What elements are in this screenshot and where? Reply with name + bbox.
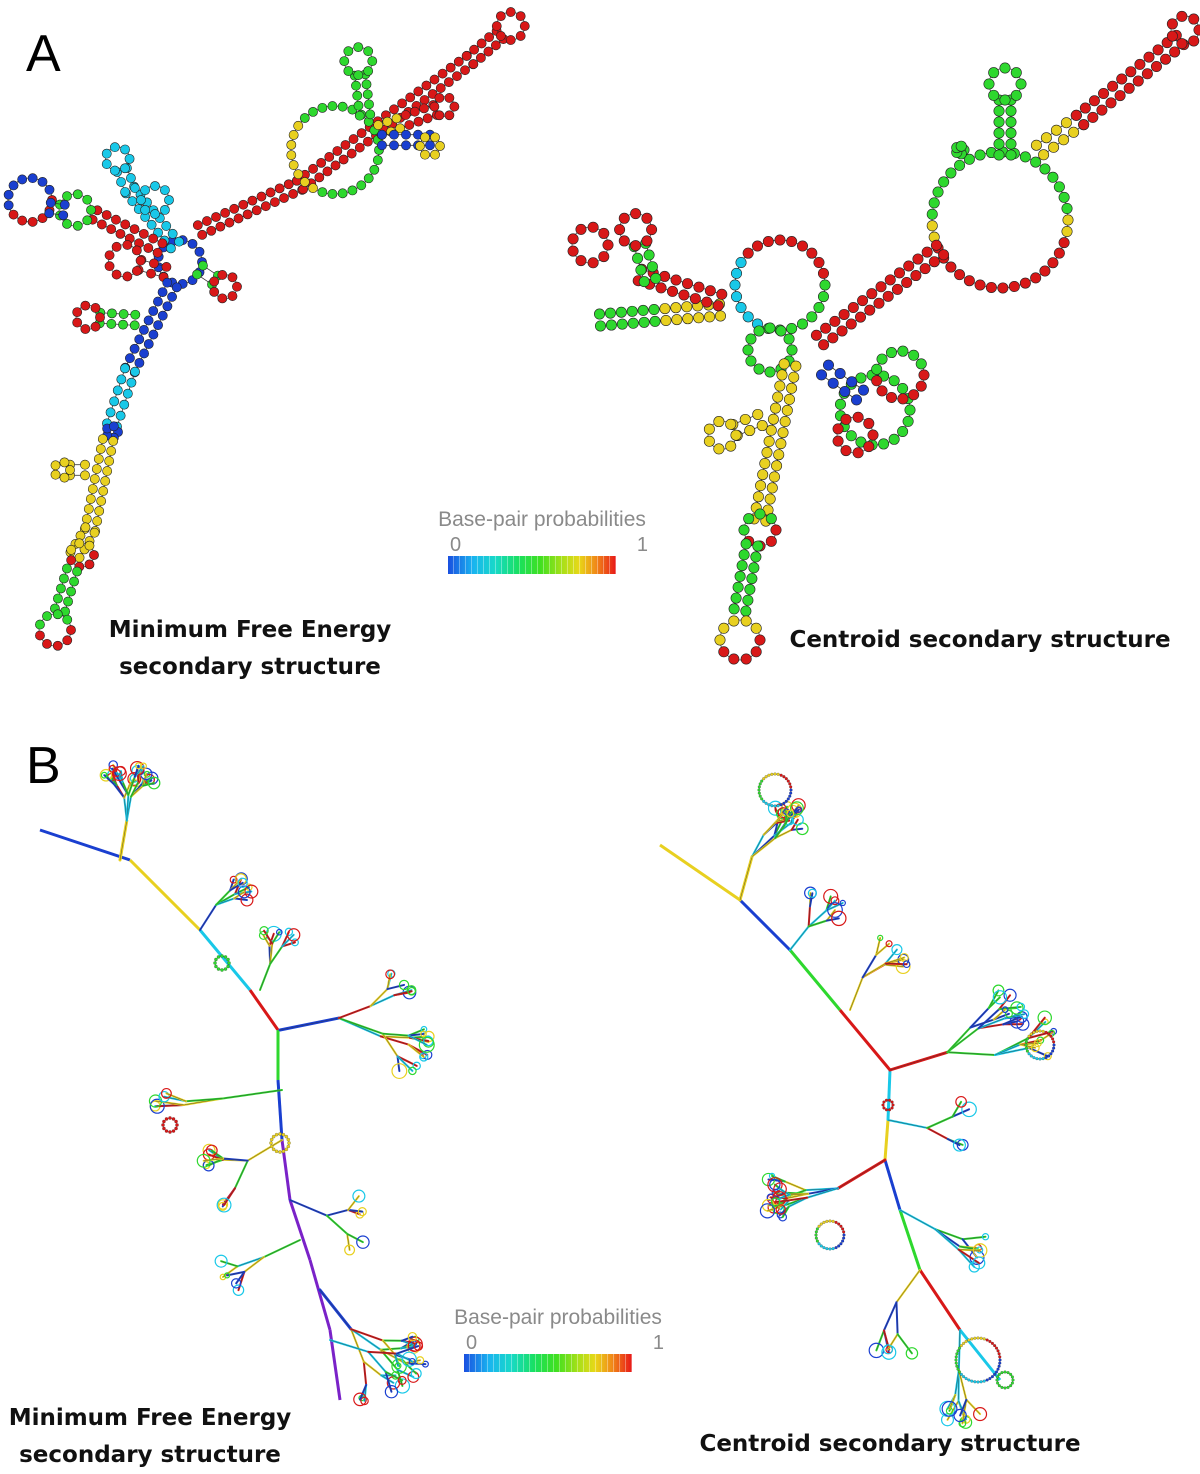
panel-a-mfe-structure bbox=[3, 7, 530, 651]
panel-b-mfe-structure bbox=[39, 760, 435, 1407]
caption-b-centroid: Centroid secondary structure bbox=[699, 1431, 1081, 1457]
legend-color-bar bbox=[428, 1354, 688, 1372]
legend-min-label: 0 bbox=[466, 1332, 478, 1354]
legend-panel-a: Base-pair probabilities 0 1 bbox=[412, 508, 672, 574]
panel-a-centroid-structure bbox=[567, 10, 1200, 665]
caption-a-centroid: Centroid secondary structure bbox=[789, 627, 1171, 653]
caption-b-mfe: Minimum Free Energy secondary structure bbox=[8, 1405, 292, 1468]
panel-letter-a: A bbox=[26, 25, 61, 83]
legend-panel-b: Base-pair probabilities 0 1 bbox=[428, 1306, 688, 1372]
legend-ticks: 0 1 bbox=[412, 534, 672, 556]
caption-a-mfe: Minimum Free Energy secondary structure bbox=[108, 617, 392, 680]
legend-color-bar bbox=[412, 556, 672, 574]
legend-max-label: 1 bbox=[636, 534, 648, 556]
legend-ticks: 0 1 bbox=[428, 1332, 688, 1354]
legend-min-label: 0 bbox=[450, 534, 462, 556]
panel-b-centroid-structure bbox=[659, 772, 1058, 1429]
panel-letter-b: B bbox=[26, 737, 61, 795]
legend-max-label: 1 bbox=[652, 1332, 664, 1354]
legend-title: Base-pair probabilities bbox=[438, 508, 646, 531]
legend-title: Base-pair probabilities bbox=[454, 1306, 662, 1329]
